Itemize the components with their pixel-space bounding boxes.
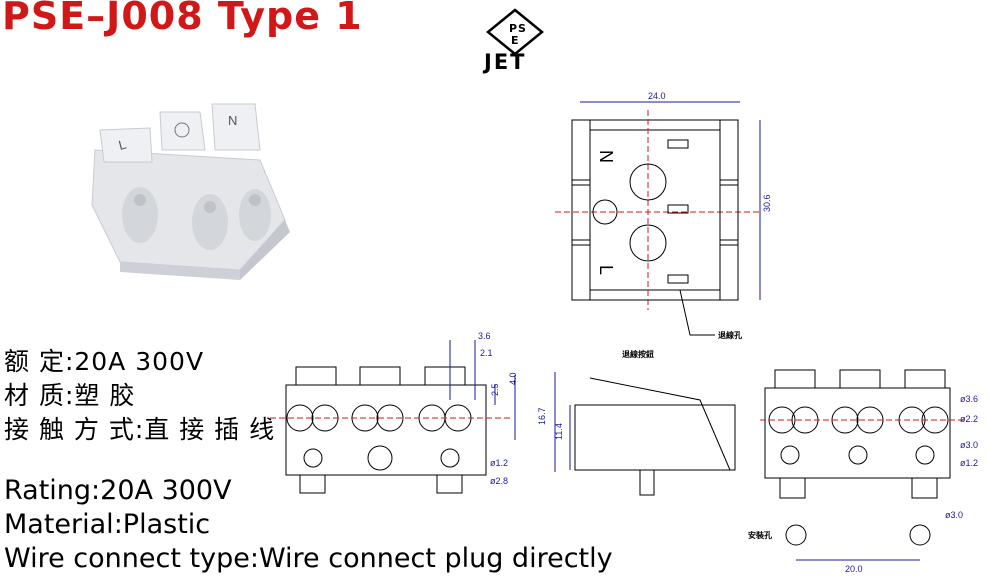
top-pole-n: N — [596, 150, 616, 163]
right-d3: ø3.0 — [960, 440, 978, 450]
photo-label-n: N — [228, 113, 237, 128]
spec-en-connect: Wire connect type:Wire connect plug dire… — [4, 543, 613, 574]
right-d4: ø1.2 — [960, 458, 978, 468]
front-dim-a: 3.6 — [478, 331, 491, 341]
jet-label: JET — [484, 50, 527, 74]
spec-en-rating: Rating:20A 300V — [4, 475, 232, 506]
top-width-dim: 24.0 — [648, 91, 666, 101]
side-height-total: 16.7 — [537, 407, 547, 425]
front-dim-b: 2.1 — [480, 348, 493, 358]
svg-text:E: E — [511, 34, 519, 47]
right-view-drawing — [760, 369, 965, 561]
spec-en-material: Material:Plastic — [4, 509, 211, 540]
top-height-dim: 30.6 — [762, 194, 772, 212]
front-dim-c: 2.5 — [490, 383, 500, 396]
front-dim-d: 4.0 — [508, 372, 518, 385]
front-dim-f: ø2.8 — [490, 476, 508, 486]
front-dim-e: ø1.2 — [490, 458, 508, 468]
product-title: PSE–J008 Type 1 — [2, 0, 363, 38]
side-height-body: 11.4 — [554, 423, 564, 440]
spec-cn-material: 材 质:塑 胶 — [4, 381, 136, 410]
side-view-drawing — [554, 372, 736, 496]
right-d1: ø3.6 — [960, 394, 978, 404]
svg-text:P: P — [509, 22, 517, 35]
photo-label-l: L — [117, 137, 128, 153]
jet-pse-certification-mark: P S E JET — [470, 8, 560, 78]
right-d2: ø2.2 — [960, 414, 978, 424]
spec-cn-contact: 接 触 方 式:直 接 插 线 — [4, 415, 276, 444]
release-button-note: 退線按鈕 — [622, 349, 654, 359]
product-photo: L N — [91, 103, 290, 280]
svg-text:S: S — [518, 22, 526, 35]
mount-hole-note: 安裝孔 — [748, 530, 772, 540]
front-view-drawing — [270, 340, 516, 494]
top-view-drawing — [555, 101, 761, 336]
mount-hole-d: ø3.0 — [945, 510, 963, 520]
pse-diamond-icon: P S E — [486, 8, 544, 56]
release-hole-note: 退線孔 — [718, 330, 742, 340]
mount-spacing: 20.0 — [845, 564, 863, 574]
spec-cn-rating: 额 定:20A 300V — [4, 347, 205, 376]
top-pole-l: L — [596, 265, 616, 275]
